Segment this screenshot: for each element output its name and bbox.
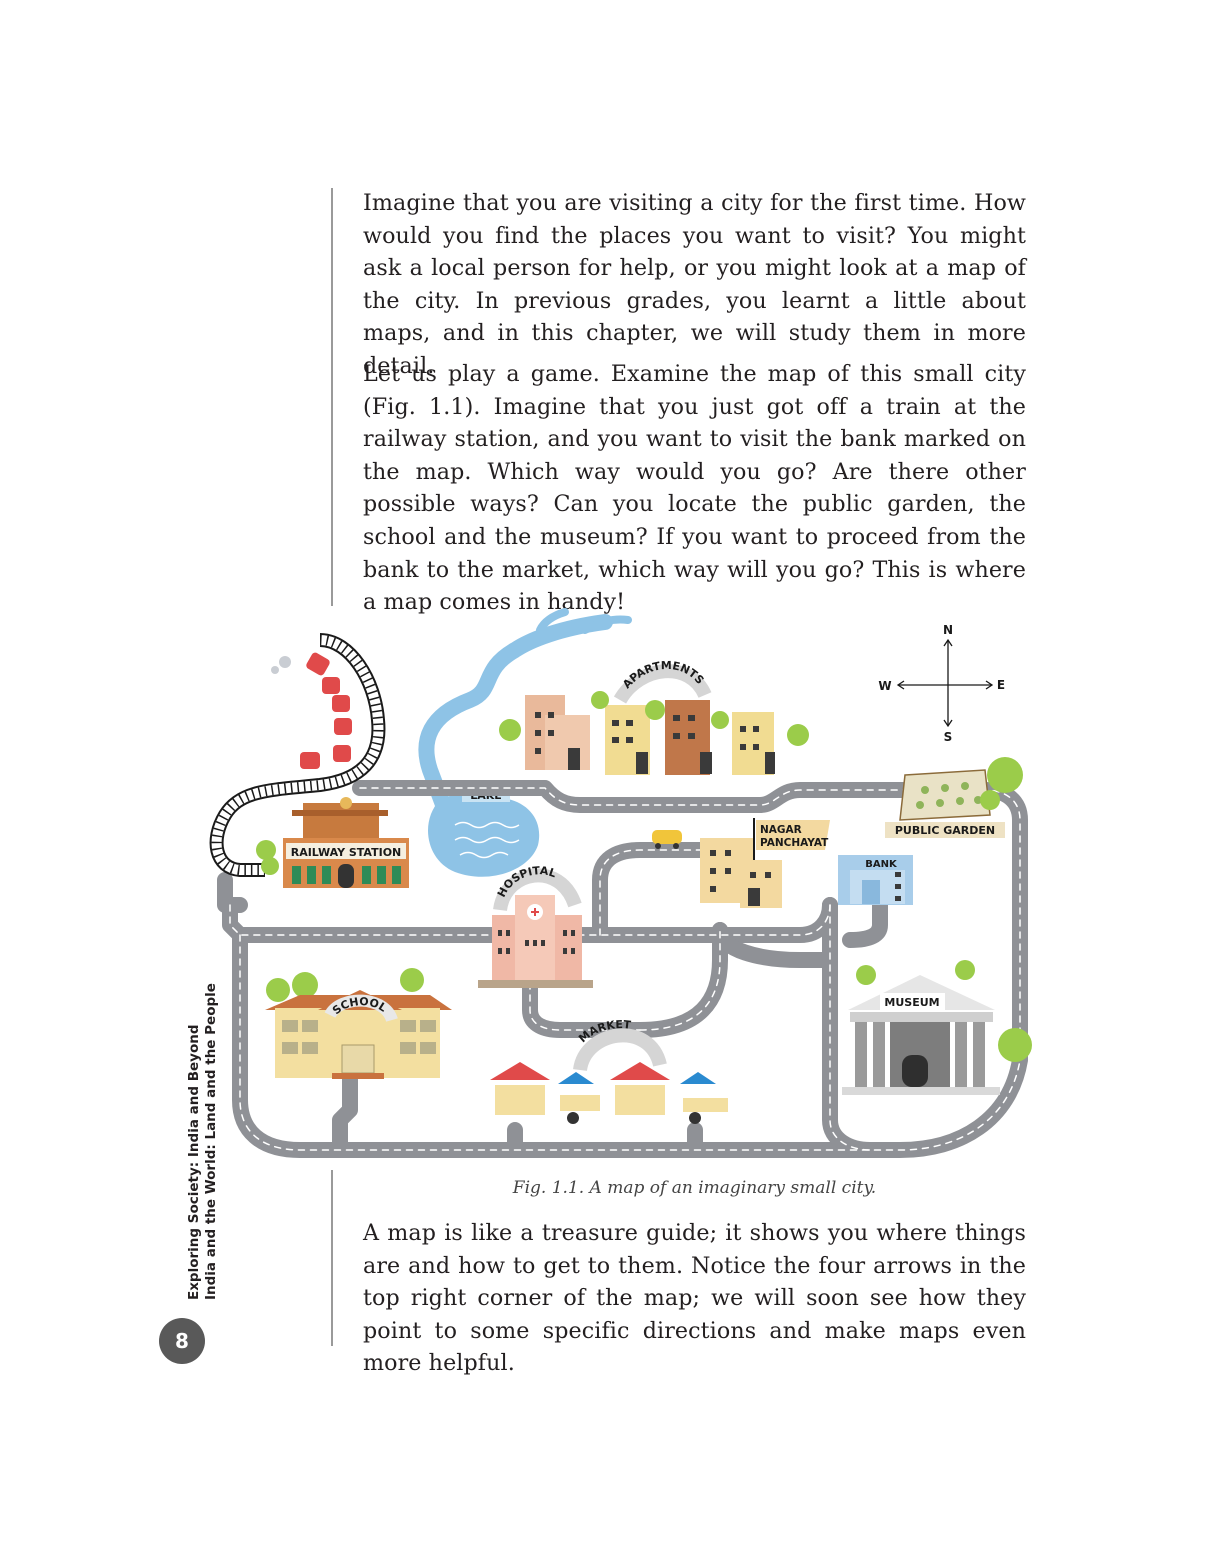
lake: LAKE <box>428 786 540 877</box>
museum-label: MUSEUM <box>884 996 939 1009</box>
compass-south: S <box>944 730 953 744</box>
car <box>652 830 682 849</box>
figure-caption: Fig. 1.1. A map of an imaginary small ci… <box>512 1178 877 1198</box>
railway-station: RAILWAY STATION <box>256 797 409 888</box>
margin-rule-top <box>331 188 333 606</box>
bank: BANK <box>838 855 913 905</box>
school: SCHOOL <box>265 968 452 1079</box>
compass-west: W <box>878 679 891 693</box>
page-number: 8 <box>159 1318 205 1364</box>
market: MARKET <box>490 1018 728 1124</box>
paragraph-game: Let us play a game. Examine the map of t… <box>363 361 1026 616</box>
compass-east: E <box>997 678 1005 692</box>
bank-label: BANK <box>865 859 898 870</box>
railway-track <box>209 633 386 877</box>
road-network <box>217 780 1028 1158</box>
book-title-sidebar: Exploring Society: India and Beyond Indi… <box>186 983 220 1300</box>
train <box>271 652 352 769</box>
museum: MUSEUM <box>842 960 1032 1095</box>
river <box>418 608 632 818</box>
paragraph-intro: Imagine that you are visiting a city for… <box>363 190 1026 379</box>
margin-rule-bottom <box>331 1170 333 1346</box>
hospital: HOSPITAL <box>478 864 593 988</box>
compass-north: N <box>943 623 953 637</box>
railway-station-label: RAILWAY STATION <box>291 846 402 859</box>
apartments: APARTMENTS <box>499 659 809 775</box>
public-garden: PUBLIC GARDEN <box>885 757 1023 838</box>
public-garden-label: PUBLIC GARDEN <box>895 824 995 837</box>
nagar-panchayat: NAGAR PANCHAYAT <box>700 818 830 908</box>
nagar-panchayat-label-2: PANCHAYAT <box>760 837 829 849</box>
compass-rose <box>896 638 994 728</box>
book-title-line1: Exploring Society: India and Beyond <box>186 1024 202 1300</box>
nagar-panchayat-label-1: NAGAR <box>760 824 802 836</box>
book-title-line2: India and the World: Land and the People <box>203 983 219 1300</box>
paragraph-map-treasure: A map is like a treasure guide; it shows… <box>363 1220 1026 1377</box>
